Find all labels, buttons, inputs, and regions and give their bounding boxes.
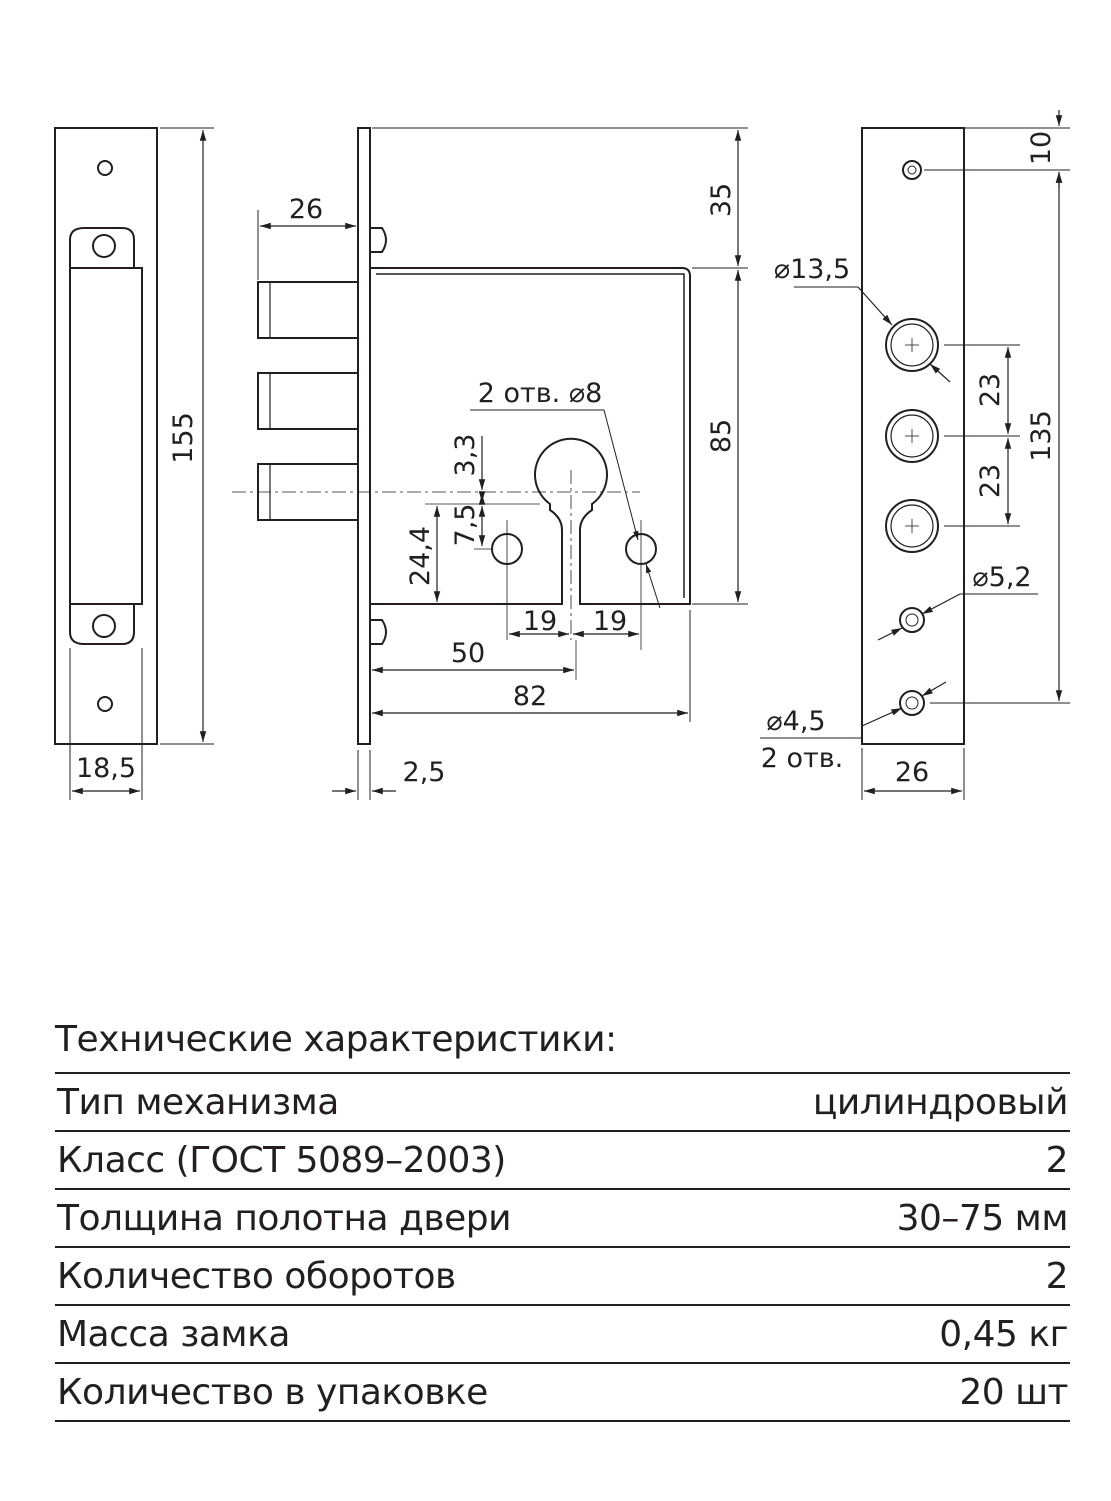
hole-note-leader (603, 409, 639, 541)
spec-value: 20 шт (703, 1362, 1070, 1422)
spec-row: Класс (ГОСТ 5089–2003)2 (55, 1130, 1070, 1189)
faceplate-front-view (54, 127, 214, 800)
spec-label: Масса замка (55, 1304, 704, 1363)
bolt-hole-2 (885, 409, 939, 463)
dia-4-5-leader (861, 707, 903, 727)
faceplate-bottom-screw-hole (97, 696, 113, 712)
strike-hole-5-2 (899, 607, 925, 633)
dim-23-b-label: 23 (975, 464, 1006, 498)
spec-label: Тип механизма (55, 1072, 704, 1131)
dia-13-5-leader (857, 286, 893, 326)
hole-note-label: 2 отв. ⌀8 (478, 378, 603, 409)
dim-24-4-label: 24,4 (405, 526, 436, 586)
spec-value: 0,45 кг (703, 1304, 1070, 1363)
strike-hole-4-5 (899, 690, 925, 716)
dia-4-5-label: ⌀4,5 (766, 706, 825, 737)
spec-label: Толщина полотна двери (55, 1188, 704, 1247)
specs-title: Технические характеристики: (55, 1019, 617, 1060)
spec-label: Количество в упаковке (55, 1362, 704, 1422)
bolt-block (69, 267, 143, 605)
strike-plate-view (760, 110, 1070, 800)
dia-13-5-label: ⌀13,5 (774, 254, 850, 285)
faceplate-outline (54, 127, 158, 745)
dim-23-a-label: 23 (975, 373, 1006, 407)
dim-50-label: 50 (451, 638, 485, 669)
spec-value: 2 (703, 1130, 1070, 1189)
bolt-hole-3 (885, 499, 939, 553)
side-top-screw (369, 227, 387, 253)
dim-85-label: 85 (706, 419, 737, 453)
spec-label: Количество оборотов (55, 1246, 704, 1305)
dim-35-label: 35 (706, 183, 737, 217)
dim-26-backset-label: 26 (289, 194, 323, 225)
bolt-hole-1 (885, 318, 939, 372)
dim-19-right-label: 19 (593, 606, 627, 637)
side-faceplate (357, 127, 371, 745)
dim-7-5-label: 7,5 (450, 504, 481, 547)
side-bottom-screw (369, 619, 387, 645)
dia-5-2-label: ⌀5,2 (972, 562, 1031, 593)
dim-2-5-label: 2,5 (403, 757, 446, 788)
dim-135-label: 135 (1026, 410, 1057, 462)
dim-155-label: 155 (168, 412, 199, 464)
lock-side-view (232, 127, 748, 800)
spec-value: 30–75 мм (703, 1188, 1070, 1247)
dim-3-3-label: 3,3 (450, 434, 481, 477)
spec-label: Класс (ГОСТ 5089–2003) (55, 1130, 704, 1189)
window-top-round (92, 234, 116, 258)
bolt-window (69, 227, 143, 645)
lock-technical-drawing: 155 18,5 (54, 110, 1070, 800)
body-inner-edge (376, 273, 685, 598)
strike-top-hole (902, 160, 922, 180)
spec-value: цилиндровый (703, 1072, 1070, 1131)
bolt-1 (257, 281, 359, 339)
holes-2-label: 2 отв. (761, 743, 844, 774)
spec-value: 2 (703, 1246, 1070, 1305)
faceplate-top-screw-hole (97, 160, 113, 176)
bolt-2 (257, 372, 359, 430)
lock-body (370, 267, 691, 605)
dia-5-2-leader (921, 593, 961, 615)
dim-19-left-label: 19 (523, 606, 557, 637)
dim-26-strike-label: 26 (895, 757, 929, 788)
window-bottom-round (92, 614, 116, 638)
dim-18-5-label: 18,5 (76, 753, 136, 784)
dim-82-label: 82 (513, 681, 547, 712)
dim-10-label: 10 (1026, 131, 1057, 165)
